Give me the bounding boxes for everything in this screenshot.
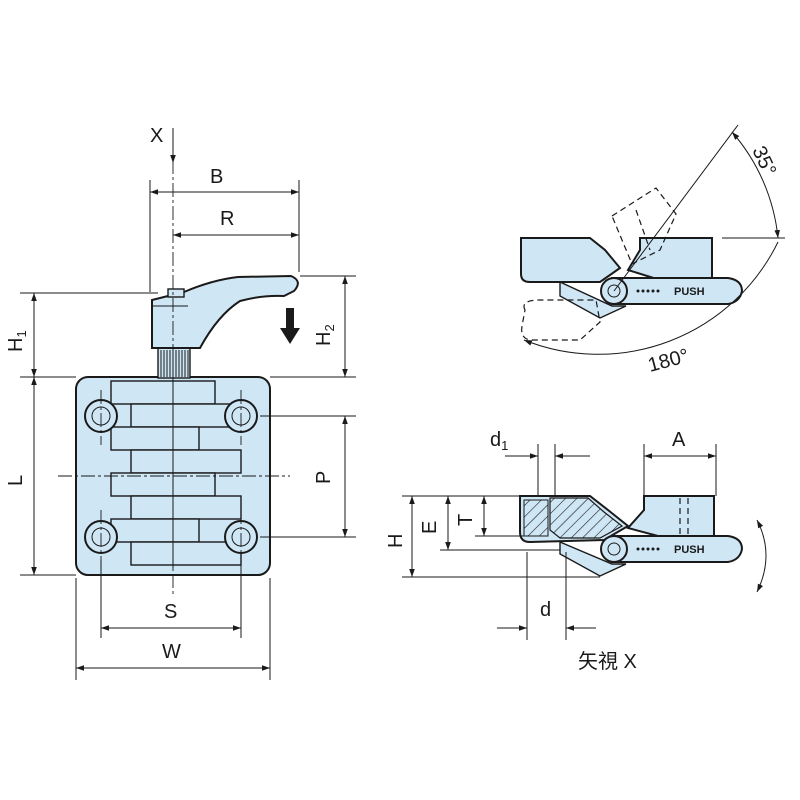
side-view-x: PUSH d1 A H E <box>385 429 767 673</box>
dim-d1: d1 <box>490 429 590 496</box>
left-leaf <box>520 237 622 283</box>
view-x-arrow: X <box>150 125 176 163</box>
dim-H: H <box>385 495 600 578</box>
label-H1: H1 <box>5 330 29 352</box>
rotation-view: PUSH 35° 180° <box>520 124 785 377</box>
label-H: H <box>385 534 407 548</box>
lever-side <box>611 535 744 563</box>
rotated-180-outline <box>521 299 601 341</box>
screw-section <box>523 499 549 537</box>
view-caption: 矢視 X <box>578 650 637 673</box>
label-B: B <box>210 166 223 188</box>
lever-arm <box>151 274 299 349</box>
dim-H2: H2 <box>270 275 356 378</box>
label-d1: d1 <box>490 429 508 453</box>
label-H2: H2 <box>313 324 337 346</box>
dim-H1: H1 <box>5 292 158 378</box>
label-W: W <box>162 641 181 663</box>
push-label-top: PUSH <box>674 286 705 298</box>
label-180: 180° <box>646 345 692 377</box>
view-x-label: X <box>150 125 163 147</box>
label-R: R <box>220 208 234 230</box>
dots-side <box>636 547 660 551</box>
label-A: A <box>672 429 686 451</box>
label-P: P <box>313 471 335 484</box>
label-35: 35° <box>747 143 780 180</box>
dim-B: B <box>149 166 300 292</box>
label-L: L <box>5 475 27 486</box>
press-down-arrow <box>280 308 300 344</box>
hinge-knuckles <box>110 380 242 566</box>
arc-35 <box>731 131 780 239</box>
front-view: X <box>5 125 356 680</box>
lever-top <box>611 277 744 305</box>
dim-d: d <box>497 552 596 640</box>
label-S: S <box>164 601 177 623</box>
section-hatch <box>549 497 624 539</box>
rotated-35-outline <box>611 187 677 265</box>
dim-A: A <box>643 429 717 496</box>
label-d: d <box>540 599 551 621</box>
dim-W: W <box>75 578 271 680</box>
dim-L: L <box>5 377 76 576</box>
right-leaf <box>626 237 713 281</box>
rotate-arrow <box>756 519 767 593</box>
push-label-side: PUSH <box>674 544 705 556</box>
dim-R: R <box>173 208 299 238</box>
lever-handle <box>151 274 299 379</box>
dim-S: S <box>100 560 242 638</box>
label-T: T <box>455 514 477 526</box>
pivot-side <box>600 535 628 563</box>
side-right-leaf <box>626 495 715 537</box>
arc-180 <box>523 241 779 355</box>
dim-T: T <box>455 496 530 537</box>
dim-E: E <box>419 496 560 551</box>
dim-P: P <box>260 415 356 538</box>
label-E: E <box>419 521 441 534</box>
dots-top <box>636 289 660 293</box>
